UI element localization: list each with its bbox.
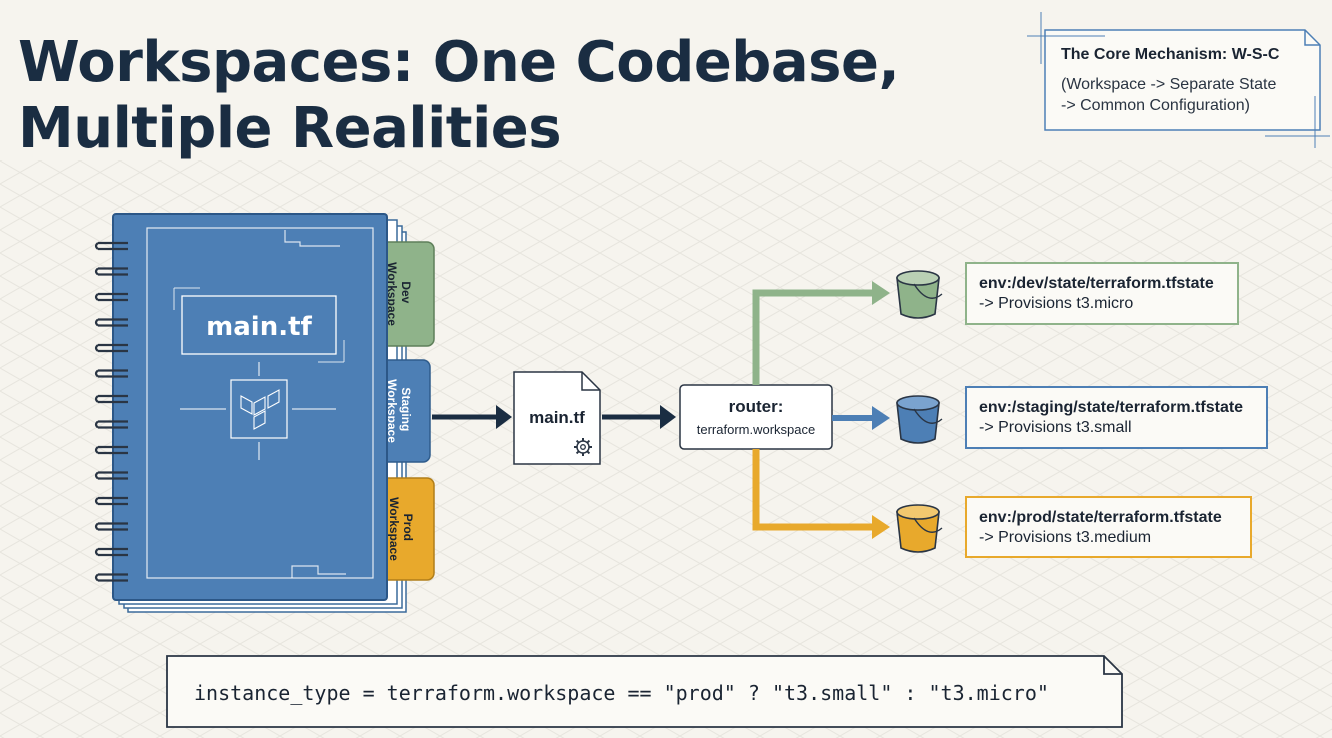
core-mechanism-line-1: (Workspace -> Separate State	[1061, 76, 1277, 93]
page-title: Workspaces: One Codebase, Multiple Reali…	[18, 30, 900, 162]
state-provision-prod: -> Provisions t3.medium	[979, 529, 1152, 546]
spiral-ring	[94, 547, 128, 557]
state-box-staging: env:/staging/state/terraform.tfstate -> …	[965, 386, 1268, 449]
core-mechanism-title: The Core Mechanism: W-S-C	[1061, 46, 1280, 63]
code-snippet: instance_type = terraform.workspace == "…	[167, 655, 1122, 727]
svg-text:Dev Workspace: Dev Workspace	[385, 262, 413, 326]
spiral-ring	[94, 573, 128, 582]
notebook-title: main.tf	[206, 312, 312, 342]
router-subtitle: terraform.workspace	[697, 422, 815, 437]
bucket-staging-icon	[896, 395, 943, 444]
spiral-ring	[94, 369, 128, 378]
page-title-line-2: Multiple Realities	[18, 96, 562, 161]
state-path-prod: env:/prod/state/terraform.tfstate	[979, 509, 1222, 526]
code-text: instance_type = terraform.workspace == "…	[194, 681, 1049, 705]
file-node-label: main.tf	[529, 408, 585, 427]
notebook-spiral	[94, 241, 128, 582]
spiral-ring	[94, 471, 128, 480]
spiral-ring	[94, 318, 128, 327]
spiral-ring	[94, 522, 128, 531]
tab-staging-label-2: Workspace	[385, 379, 399, 443]
state-path-staging: env:/staging/state/terraform.tfstate	[979, 399, 1244, 416]
spiral-ring	[94, 267, 128, 276]
terraform-logo-icon	[180, 362, 336, 460]
tab-prod-label-1: Prod	[401, 514, 415, 541]
state-provision-dev: -> Provisions t3.micro	[979, 295, 1134, 312]
router-node: router: terraform.workspace	[679, 384, 833, 450]
bucket-dev-icon	[896, 270, 943, 319]
notebook: Dev Workspace Staging Workspace Prod Wor…	[94, 213, 435, 613]
code-box-frame	[166, 655, 1123, 728]
state-box-prod: env:/prod/state/terraform.tfstate -> Pro…	[965, 496, 1252, 558]
tab-prod-label-2: Workspace	[387, 497, 401, 561]
notebook-title-frame	[181, 295, 337, 355]
state-path-dev: env:/dev/state/terraform.tfstate	[979, 275, 1214, 292]
state-box-dev: env:/dev/state/terraform.tfstate -> Prov…	[965, 262, 1239, 325]
spiral-ring	[94, 241, 128, 251]
tab-dev-label-2: Workspace	[385, 262, 399, 326]
notebook-cover	[112, 213, 388, 601]
tab-staging-label-1: Staging	[399, 387, 413, 431]
state-provision-staging: -> Provisions t3.small	[979, 419, 1132, 436]
tab-dev-label-1: Dev	[399, 281, 413, 303]
spiral-ring	[94, 420, 128, 429]
core-mechanism-line-2: -> Common Configuration)	[1061, 97, 1250, 114]
spiral-ring	[94, 496, 128, 506]
tab-dev-workspace[interactable]: Dev Workspace	[377, 241, 435, 347]
tab-staging-workspace[interactable]: Staging Workspace	[377, 359, 431, 463]
file-node-main-tf: main.tf	[513, 371, 601, 465]
core-mechanism-note: The Core Mechanism: W-S-C (Workspace -> …	[1045, 30, 1315, 130]
spiral-ring	[94, 445, 128, 455]
page-title-line-1: Workspaces: One Codebase,	[18, 30, 900, 95]
spiral-ring	[94, 292, 128, 302]
tab-prod-workspace[interactable]: Prod Workspace	[379, 477, 435, 581]
core-mechanism-description: (Workspace -> Separate State -> Common C…	[1061, 74, 1315, 116]
spiral-ring	[94, 394, 128, 404]
bucket-prod-icon	[896, 504, 943, 553]
svg-text:Prod Workspace: Prod Workspace	[387, 497, 415, 561]
branch-arrow-staging	[832, 406, 890, 430]
spiral-ring	[94, 343, 128, 353]
gear-icon	[574, 438, 592, 456]
branch-arrow-dev	[752, 281, 890, 385]
branch-arrow-prod	[752, 449, 890, 539]
core-mechanism-frame	[1027, 12, 1330, 148]
svg-text:Staging Workspace: Staging Workspace	[385, 379, 413, 443]
router-title: router:	[729, 397, 784, 416]
